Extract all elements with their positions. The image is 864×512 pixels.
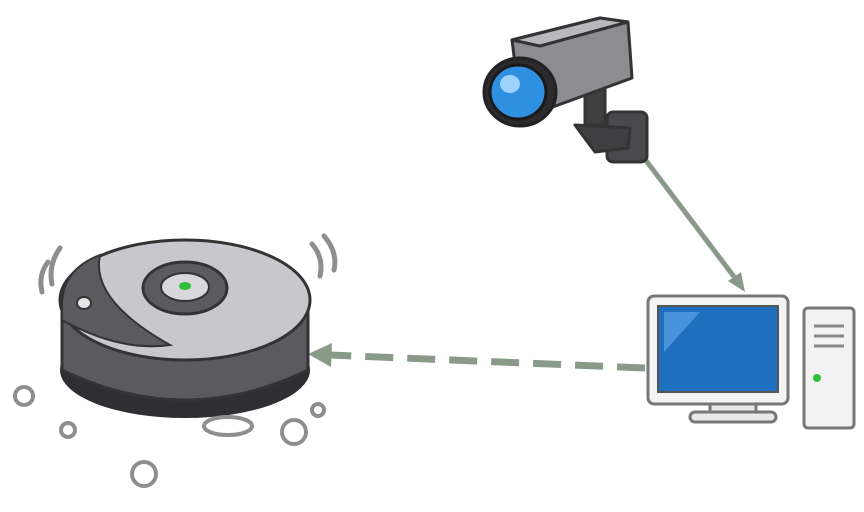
- arrowhead-robot: [308, 343, 332, 367]
- edge-camera-to-computer: [629, 139, 745, 292]
- arrowhead-computer: [728, 272, 745, 292]
- debris: [13, 385, 326, 488]
- security-camera-icon: [482, 16, 649, 164]
- desktop-computer-icon: [646, 294, 856, 430]
- robot-vacuum-icon: [38, 233, 338, 418]
- edge-computer-to-robot: [308, 343, 646, 372]
